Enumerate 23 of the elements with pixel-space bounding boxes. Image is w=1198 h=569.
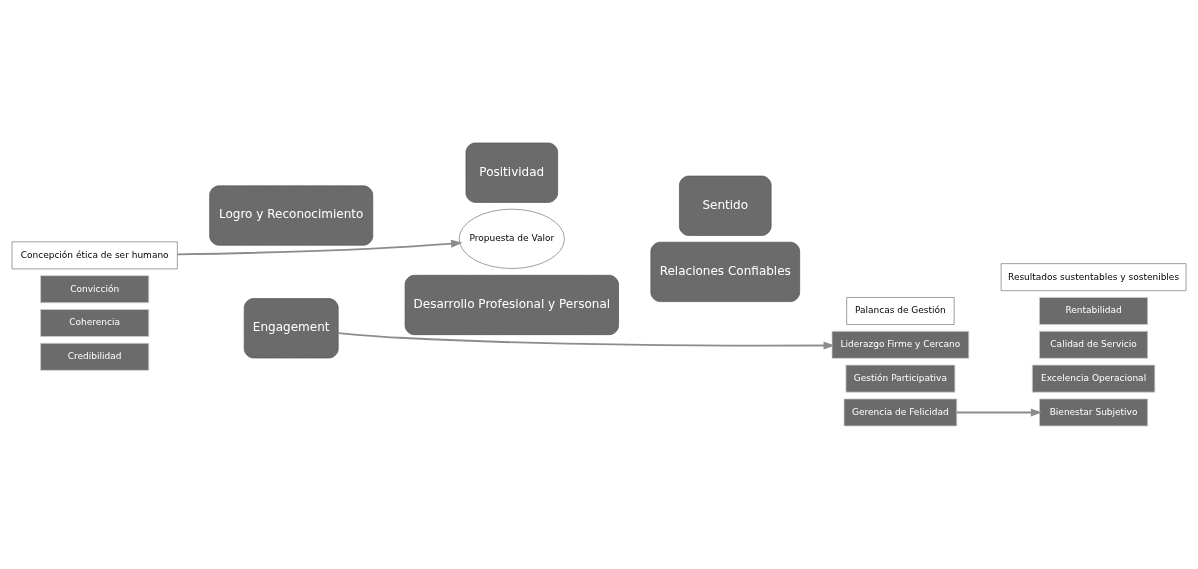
arrow <box>955 408 1043 417</box>
arrow <box>176 239 463 256</box>
node-box: Bienestar Subjetivo <box>1039 398 1149 427</box>
node-box: Positividad <box>465 142 559 203</box>
node-box: Relaciones Confiables <box>650 241 801 302</box>
node-box: Gestión Participativa <box>845 364 956 393</box>
node-box: Logro y Reconocimiento <box>209 185 374 246</box>
node-box: Calidad de Servicio <box>1039 330 1149 359</box>
node-box: Credibilidad <box>40 342 150 371</box>
node-box: Gerencia de Felicidad <box>843 398 958 427</box>
node-box: Coherencia <box>40 309 150 337</box>
node-box: Concepción ética de ser humano <box>11 241 178 270</box>
node-box: Rentabilidad <box>1039 297 1149 325</box>
node-box: Liderazgo Firme y Cercano <box>831 330 970 359</box>
node-box: Palancas de Gestión <box>846 297 955 325</box>
node-box: Desarrollo Profesional y Personal <box>404 274 619 336</box>
node-ellipse: Propuesta de Valor <box>458 208 565 269</box>
arrow <box>337 332 835 350</box>
node-box: Excelencia Operacional <box>1031 364 1156 393</box>
node-box: Engagement <box>243 298 339 359</box>
node-box: Convicción <box>40 275 150 304</box>
node-box: Resultados sustentables y sostenibles <box>1000 263 1187 292</box>
node-box: Sentido <box>679 175 772 236</box>
